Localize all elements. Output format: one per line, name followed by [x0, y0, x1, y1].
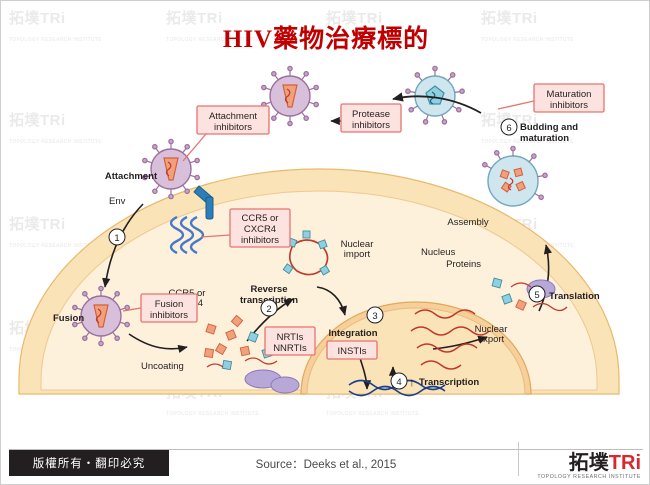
coreceptor-ccr5-cxcr4 [169, 215, 205, 255]
svg-text:4: 4 [396, 377, 401, 388]
step-numbers: 1 2 3 4 5 6 [108, 118, 546, 390]
footer-divider [9, 449, 643, 450]
label-translation: Translation [549, 291, 600, 302]
virion-immature [404, 65, 466, 126]
transcription-arrow-glyph: ↑ [409, 375, 415, 389]
copyright-bar: 版權所有‧翻印必究 [9, 450, 169, 476]
label-proteins: Proteins [446, 259, 481, 270]
page-title: HIV藥物治療標的 [222, 26, 430, 53]
label-nucleus: Nucleus [421, 247, 456, 258]
label-transcription: Transcription [419, 377, 479, 388]
cd4-receptor [193, 185, 214, 220]
nuclear-rna [410, 309, 490, 370]
company-logo: 拓墣TRi TOPOLOGY RESEARCH INSTITUTE [537, 453, 641, 480]
logo-main-text: 拓墣 [568, 451, 609, 474]
label-env: Env [109, 196, 126, 207]
svg-text:5: 5 [534, 290, 539, 301]
svg-text:6: 6 [506, 123, 511, 134]
label-integration: Integration [328, 328, 377, 339]
svg-text:INSTIs: INSTIs [337, 346, 366, 357]
logo-accent-text: TRi [608, 451, 641, 474]
source-citation: Source：Deeks et al., 2015 [255, 459, 397, 471]
label-uncoating: Uncoating [141, 361, 184, 372]
label-assembly: Assembly [447, 217, 488, 228]
rna-dna-complex [282, 230, 331, 276]
svg-text:2: 2 [266, 304, 271, 315]
svg-text:1: 1 [114, 233, 119, 244]
logo-subtitle: TOPOLOGY RESEARCH INSTITUTE [537, 473, 641, 480]
svg-text:3: 3 [372, 311, 377, 322]
drug-box-instis[interactable]: INSTIs [326, 340, 378, 360]
label-attachment: Attachment [105, 171, 158, 182]
virion-budding [482, 145, 548, 207]
virion-released [260, 65, 320, 127]
footer: 版權所有‧翻印必究 Source：Deeks et al., 2015 拓墣TR… [1, 432, 649, 484]
uncoating-particles [203, 314, 300, 394]
label-fusion: Fusion [53, 313, 84, 324]
logo-divider [518, 442, 519, 476]
host-cell [18, 168, 620, 395]
